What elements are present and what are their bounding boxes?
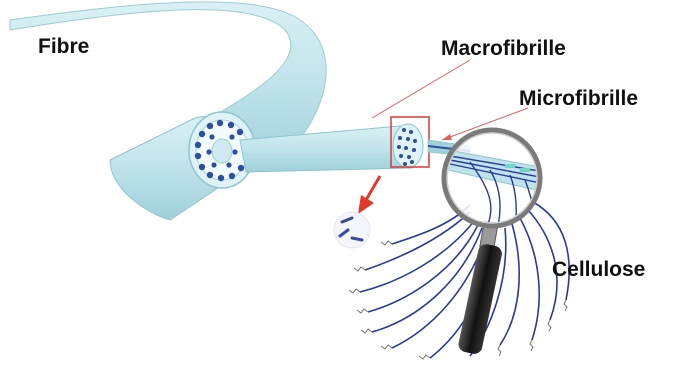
chain-ends — [349, 241, 567, 359]
cellulose-fragment-icon — [334, 212, 370, 248]
macrofibrille-pointer — [372, 60, 470, 118]
magnifier-icon — [444, 130, 545, 355]
label-fibre: Fibre — [38, 36, 89, 57]
label-cellulose: Cellulose — [552, 259, 645, 280]
macrofibril-cross-section — [393, 124, 423, 168]
label-macrofibrille: Macrofibrille — [441, 38, 566, 59]
red-arrow-icon — [358, 176, 380, 214]
label-microfibrille: Microfibrille — [519, 88, 638, 109]
